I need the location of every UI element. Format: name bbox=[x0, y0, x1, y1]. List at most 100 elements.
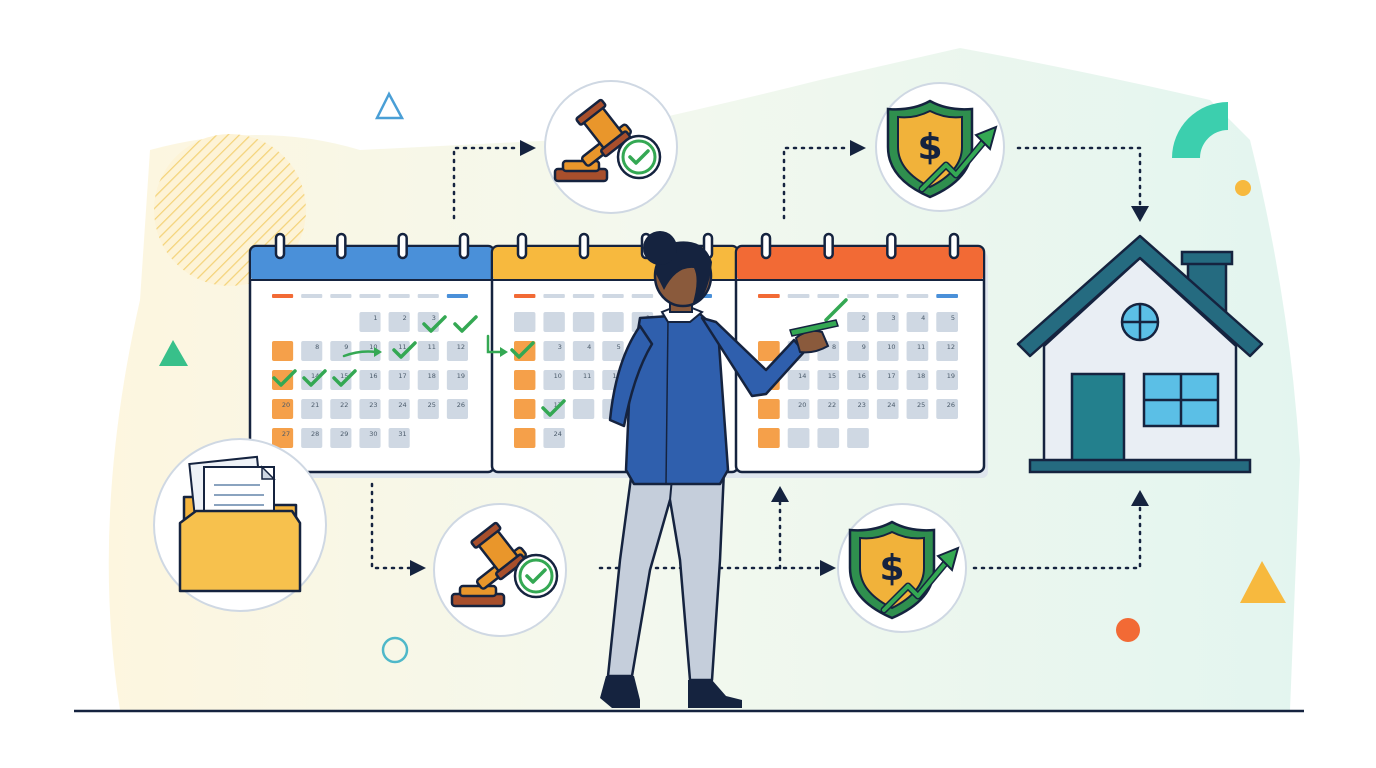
calendar-day-cell: 8 bbox=[301, 341, 323, 361]
calendar-day-number: 28 bbox=[311, 430, 319, 438]
binder-ring bbox=[516, 232, 528, 260]
calendar-day-number: 15 bbox=[340, 372, 348, 380]
calendar-day-number: 14 bbox=[798, 372, 806, 380]
calendar-day-cell: 25 bbox=[906, 399, 929, 419]
calendar-day-number: 27 bbox=[282, 430, 290, 438]
calendar-day-cell: 9 bbox=[847, 341, 869, 361]
calendar-day-number: 16 bbox=[369, 372, 377, 380]
calendar-day-number: 20 bbox=[798, 401, 806, 409]
calendar-day-number: 25 bbox=[428, 401, 436, 409]
calendar-day-number: 18 bbox=[917, 372, 925, 380]
calendar-day-number: 10 bbox=[369, 343, 377, 351]
teal-arc-decoration bbox=[1172, 102, 1228, 158]
calendar-day-number: 23 bbox=[369, 401, 377, 409]
calendar-day-number: 2 bbox=[862, 314, 866, 322]
binder-ring bbox=[397, 232, 408, 260]
calendar-day-cell: 16 bbox=[359, 370, 381, 390]
calendar-day-cell bbox=[514, 370, 536, 390]
flow-connectors bbox=[370, 146, 1142, 570]
binder-ring bbox=[760, 232, 772, 260]
calendar-day-cell: 30 bbox=[359, 428, 381, 448]
house-door bbox=[1070, 372, 1126, 464]
calendar-day-number: 4 bbox=[921, 314, 925, 322]
calendar-day-cell bbox=[514, 428, 536, 448]
person-icon bbox=[600, 231, 839, 708]
calendar-day-cell: 14 bbox=[787, 370, 810, 390]
calendar-day-cell: 11 bbox=[417, 341, 439, 361]
weekday-marker bbox=[417, 294, 439, 298]
calendar-day-cell: 11 bbox=[906, 341, 929, 361]
calendar-day-cell: 23 bbox=[359, 399, 381, 419]
calendar-day-number: 18 bbox=[428, 372, 436, 380]
calendar-day-cell bbox=[272, 370, 294, 390]
binder-ring bbox=[886, 232, 897, 260]
calendar-day-number: 22 bbox=[828, 401, 836, 409]
calendar-day-cell: 20 bbox=[272, 399, 294, 419]
calendar-day-number: 3 bbox=[432, 314, 436, 322]
calendar-day-cell: 3 bbox=[876, 312, 899, 332]
weekday-marker bbox=[359, 294, 381, 298]
calendar-day-number: 14 bbox=[311, 372, 319, 380]
calendar-day-number: 12 bbox=[457, 343, 465, 351]
calendar-day-number: 20 bbox=[282, 401, 290, 409]
shield-dollar-icon: $ bbox=[875, 82, 1005, 212]
dollar-sign: $ bbox=[879, 548, 904, 589]
binder-ring bbox=[948, 232, 960, 260]
calendar-day-number: 17 bbox=[398, 372, 406, 380]
calendar-day-cell: 22 bbox=[817, 399, 840, 419]
calendar-day-cell bbox=[787, 428, 810, 448]
calendar-day-cell: 1 bbox=[359, 312, 381, 332]
calendar-day-cell: 16 bbox=[847, 370, 869, 390]
dollar-sign: $ bbox=[917, 127, 942, 168]
weekday-marker bbox=[514, 294, 536, 298]
calendar-day-cell: 4 bbox=[572, 341, 595, 361]
calendar-day-number: 16 bbox=[858, 372, 866, 380]
calendar-day-cell: 17 bbox=[876, 370, 899, 390]
calendar-day-number: 19 bbox=[457, 372, 465, 380]
calendar-day-cell: 18 bbox=[417, 370, 439, 390]
binder-ring bbox=[823, 232, 834, 260]
calendar-day-cell: 12 bbox=[446, 341, 468, 361]
weekday-marker bbox=[572, 294, 595, 298]
calendar-day-cell: 15 bbox=[330, 370, 352, 390]
calendar-day-number: 10 bbox=[887, 343, 895, 351]
gavel-icon bbox=[433, 503, 567, 637]
calendar-day-cell bbox=[572, 312, 595, 332]
calendar-day-cell: 10 bbox=[876, 341, 899, 361]
calendar-day-number: 29 bbox=[340, 430, 348, 438]
calendar-day-cell: 18 bbox=[906, 370, 929, 390]
calendar-day-number: 11 bbox=[398, 343, 406, 351]
calendar-day-number: 26 bbox=[947, 401, 955, 409]
calendar-day-cell bbox=[543, 312, 565, 332]
calendar-day-cell bbox=[272, 341, 294, 361]
calendar-day-number: 5 bbox=[951, 314, 955, 322]
calendar-day-cell bbox=[758, 428, 780, 448]
weekday-marker bbox=[631, 294, 654, 298]
calendar-day-cell: 24 bbox=[876, 399, 899, 419]
green-arrow-heads bbox=[374, 347, 508, 357]
weekday-marker bbox=[758, 294, 780, 298]
calendar-day-cell: 19 bbox=[446, 370, 468, 390]
calendar-day-number: 11 bbox=[428, 343, 436, 351]
weekday-marker bbox=[301, 294, 323, 298]
calendar-day-cell: 4 bbox=[906, 312, 929, 332]
weekday-marker bbox=[330, 294, 352, 298]
weekday-marker bbox=[543, 294, 565, 298]
calendar-day-cell: 26 bbox=[936, 399, 958, 419]
teal-ring bbox=[381, 636, 409, 664]
weekday-marker bbox=[906, 294, 929, 298]
calendar-day-cell bbox=[758, 399, 780, 419]
calendar-day-cell: 14 bbox=[301, 370, 323, 390]
weekday-marker bbox=[272, 294, 294, 298]
calendar-day-number: 19 bbox=[947, 372, 955, 380]
calendar-header bbox=[251, 247, 493, 281]
weekday-marker bbox=[787, 294, 810, 298]
calendar-header bbox=[737, 247, 983, 281]
weekday-marker bbox=[602, 294, 624, 298]
calendar-day-number: 22 bbox=[340, 401, 348, 409]
calendar-day-cell: 17 bbox=[388, 370, 410, 390]
house-icon bbox=[1016, 234, 1264, 474]
